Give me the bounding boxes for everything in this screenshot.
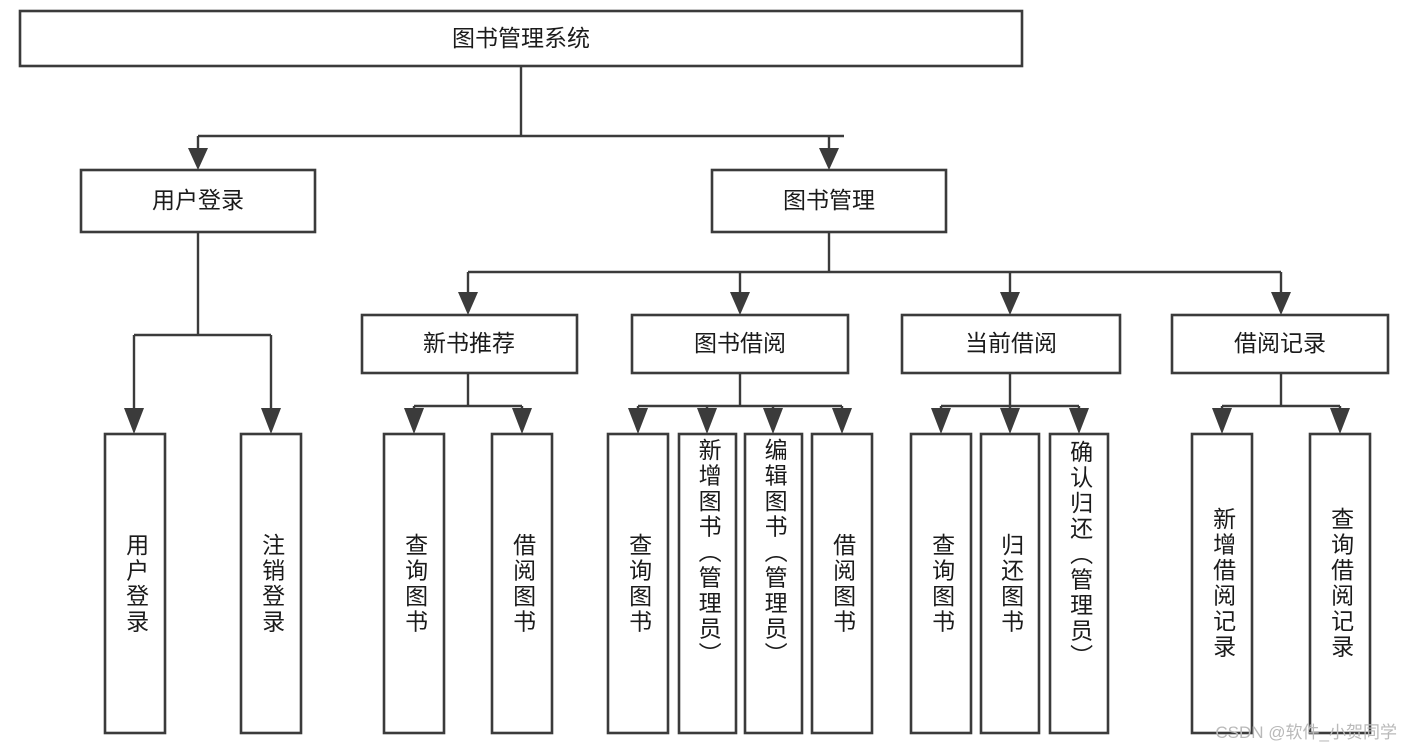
node-new-book-recommend-label: 新书推荐 (423, 330, 515, 356)
arrowhead-user-login (188, 148, 208, 170)
arrowhead-current-borrow (1000, 292, 1020, 315)
edge-newbook-to-leaves (412, 373, 524, 412)
leaf-box-nb-query-book[interactable] (382, 432, 446, 735)
arrowhead-cb-query-book (931, 408, 951, 434)
arrowhead-nb-borrow-book (512, 408, 532, 434)
arrowhead-leaf-user-login (124, 408, 144, 434)
leaf-box-br-add-record[interactable] (1190, 432, 1254, 735)
node-book-management[interactable]: 图书管理 (710, 168, 948, 234)
edge-userlogin-to-leaves (132, 232, 273, 412)
node-root[interactable]: 图书管理系统 (18, 9, 1024, 68)
arrowhead-nb-query-book (404, 408, 424, 434)
node-new-book-recommend[interactable]: 新书推荐 (360, 313, 579, 375)
node-book-borrow[interactable]: 图书借阅 (630, 313, 850, 375)
node-book-management-label: 图书管理 (783, 187, 875, 213)
node-current-borrow[interactable]: 当前借阅 (900, 313, 1122, 375)
arrowhead-br-add-record (1212, 408, 1232, 434)
edge-currentborrow-to-leaves (939, 373, 1081, 412)
node-user-login[interactable]: 用户登录 (79, 168, 317, 234)
edge-root-to-level2 (196, 66, 844, 152)
arrowhead-cb-return-book (1000, 408, 1020, 434)
arrowhead-bb-query-book (628, 408, 648, 434)
arrowhead-new-book-rec (458, 292, 478, 315)
arrowhead-bb-add-book (697, 408, 717, 434)
node-book-borrow-label: 图书借阅 (694, 330, 786, 356)
leaf-box-br-query-record[interactable] (1308, 432, 1372, 735)
arrowhead-br-query-record (1330, 408, 1350, 434)
arrowhead-leaf-logout (261, 408, 281, 434)
arrowhead-borrow-record (1271, 292, 1291, 315)
node-borrow-record[interactable]: 借阅记录 (1170, 313, 1390, 375)
leaf-box-logout[interactable] (239, 432, 303, 735)
leaf-box-user-login[interactable] (103, 432, 167, 735)
arrowhead-book-manage (819, 148, 839, 170)
arrowhead-bb-borrow-book (832, 408, 852, 434)
leaf-box-cb-query-book[interactable] (909, 432, 973, 735)
node-current-borrow-label: 当前借阅 (965, 330, 1057, 356)
leaf-box-bb-borrow-book[interactable] (810, 432, 874, 735)
arrowhead-bb-edit-book (763, 408, 783, 434)
arrowhead-cb-confirm-return (1069, 408, 1089, 434)
leaf-box-bb-edit-book[interactable] (743, 432, 804, 735)
leaf-box-cb-confirm-return[interactable] (1048, 432, 1110, 735)
csdn-watermark: CSDN @软件_小贺同学 (1215, 723, 1397, 742)
node-root-label: 图书管理系统 (452, 25, 590, 51)
leaf-box-cb-return-book[interactable] (979, 432, 1041, 735)
node-borrow-record-label: 借阅记录 (1234, 330, 1326, 356)
leaf-box-nb-borrow-book[interactable] (490, 432, 554, 735)
leaf-box-bb-query-book[interactable] (606, 432, 670, 735)
edge-bookborrow-to-leaves (636, 373, 844, 412)
edge-bookmanage-to-level3 (466, 232, 1283, 296)
node-user-login-label: 用户登录 (152, 187, 244, 213)
arrowhead-book-borrow (730, 292, 750, 315)
leaf-box-bb-add-book[interactable] (677, 432, 738, 735)
edge-borrowrecord-to-leaves (1220, 373, 1342, 412)
